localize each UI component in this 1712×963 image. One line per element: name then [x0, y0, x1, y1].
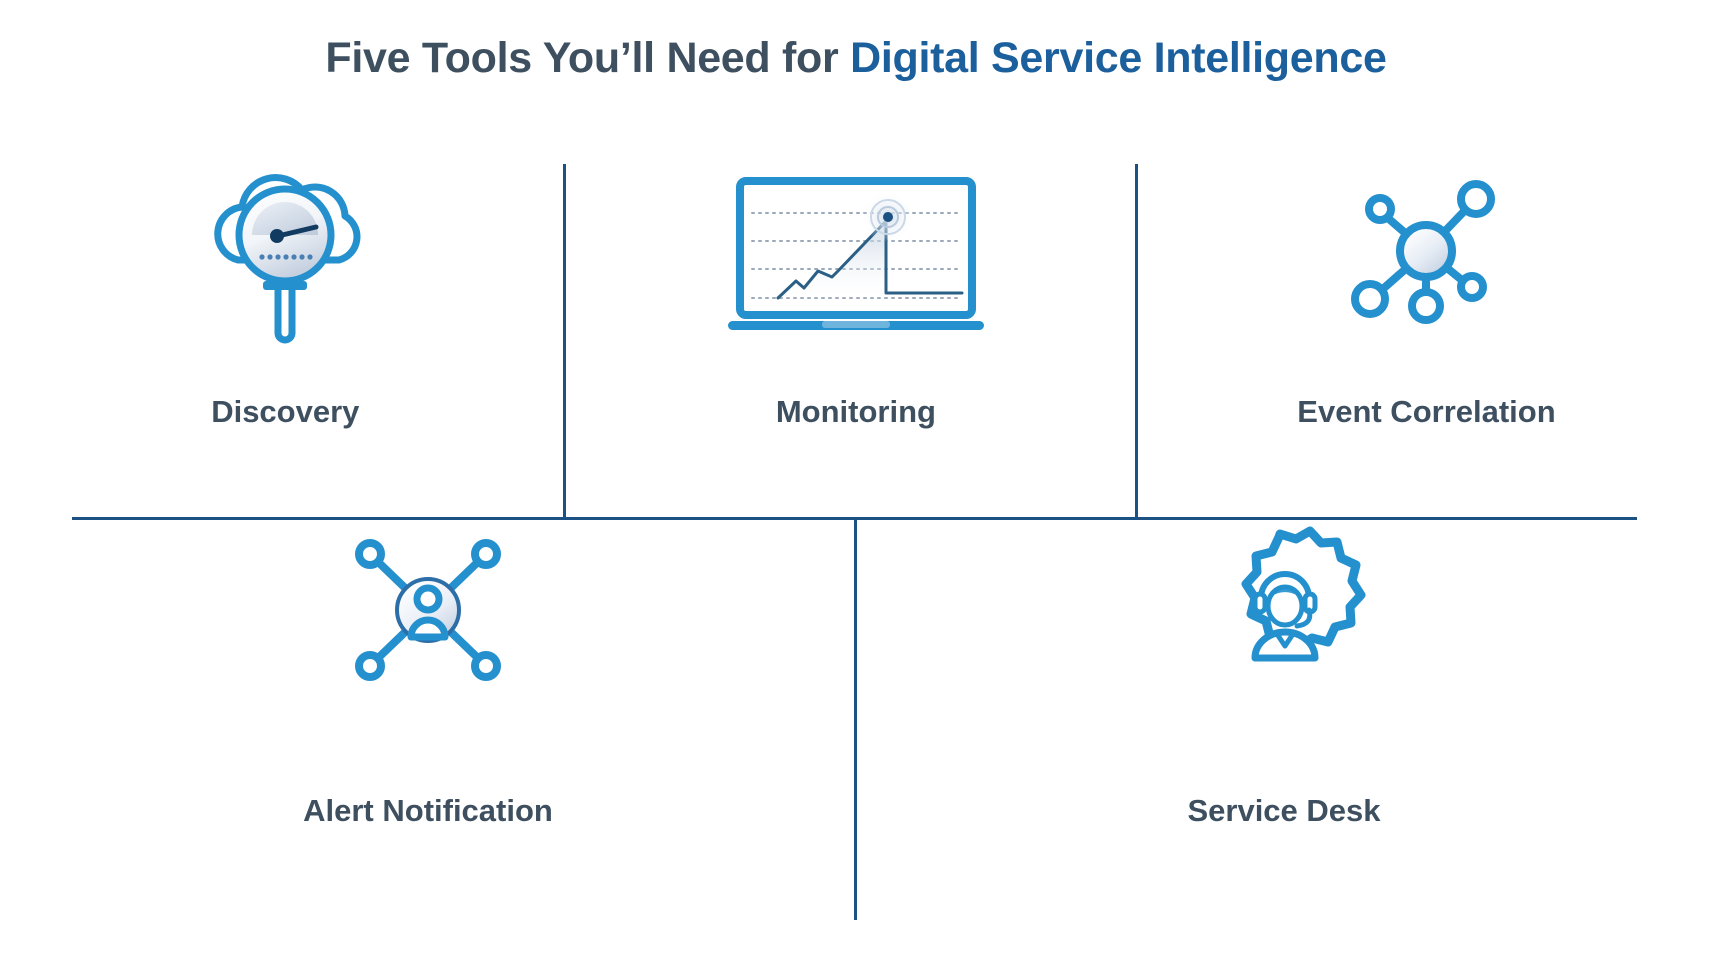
cloud-magnifier-gauge-icon — [214, 174, 361, 344]
tools-grid: Discovery — [0, 150, 1712, 940]
vertical-divider-2 — [1135, 164, 1138, 519]
tool-item-event-correlation[interactable]: Event Correlation — [1141, 150, 1712, 495]
tool-item-alert-notification[interactable]: Alert Notification — [0, 495, 856, 895]
event-correlation-icon-box — [1346, 150, 1506, 370]
alert-notification-icon-box — [351, 495, 506, 725]
gear-support-agent-icon — [1241, 526, 1365, 661]
title-blue-text: Digital Service Intelligence — [850, 34, 1387, 82]
horizontal-divider — [72, 517, 1637, 520]
tool-item-monitoring[interactable]: Monitoring — [571, 150, 1142, 495]
service-desk-icon-box — [1197, 495, 1372, 725]
laptop-chart-icon — [727, 176, 984, 330]
node-network-hub-icon — [1351, 179, 1496, 324]
tool-item-service-desk[interactable]: Service Desk — [856, 495, 1712, 895]
tool-item-discovery[interactable]: Discovery — [0, 150, 571, 495]
vertical-divider-1 — [563, 164, 566, 519]
tool-label-alert-notification: Alert Notification — [303, 793, 553, 828]
title-dark-text: Five Tools You’ll Need for — [325, 34, 851, 82]
discovery-icon-box — [200, 150, 370, 370]
tools-row-bottom: Alert Notification — [0, 495, 1712, 895]
page-title: Five Tools You’ll Need for Digital Servi… — [0, 34, 1712, 83]
user-node-network-icon — [354, 538, 501, 681]
vertical-divider-3 — [854, 520, 857, 920]
tools-row-top: Discovery — [0, 150, 1712, 495]
tool-label-monitoring: Monitoring — [775, 394, 936, 429]
tool-label-service-desk: Service Desk — [1187, 793, 1381, 828]
tool-label-discovery: Discovery — [211, 394, 360, 429]
monitoring-icon-box — [726, 150, 986, 370]
tool-label-event-correlation: Event Correlation — [1297, 394, 1556, 429]
